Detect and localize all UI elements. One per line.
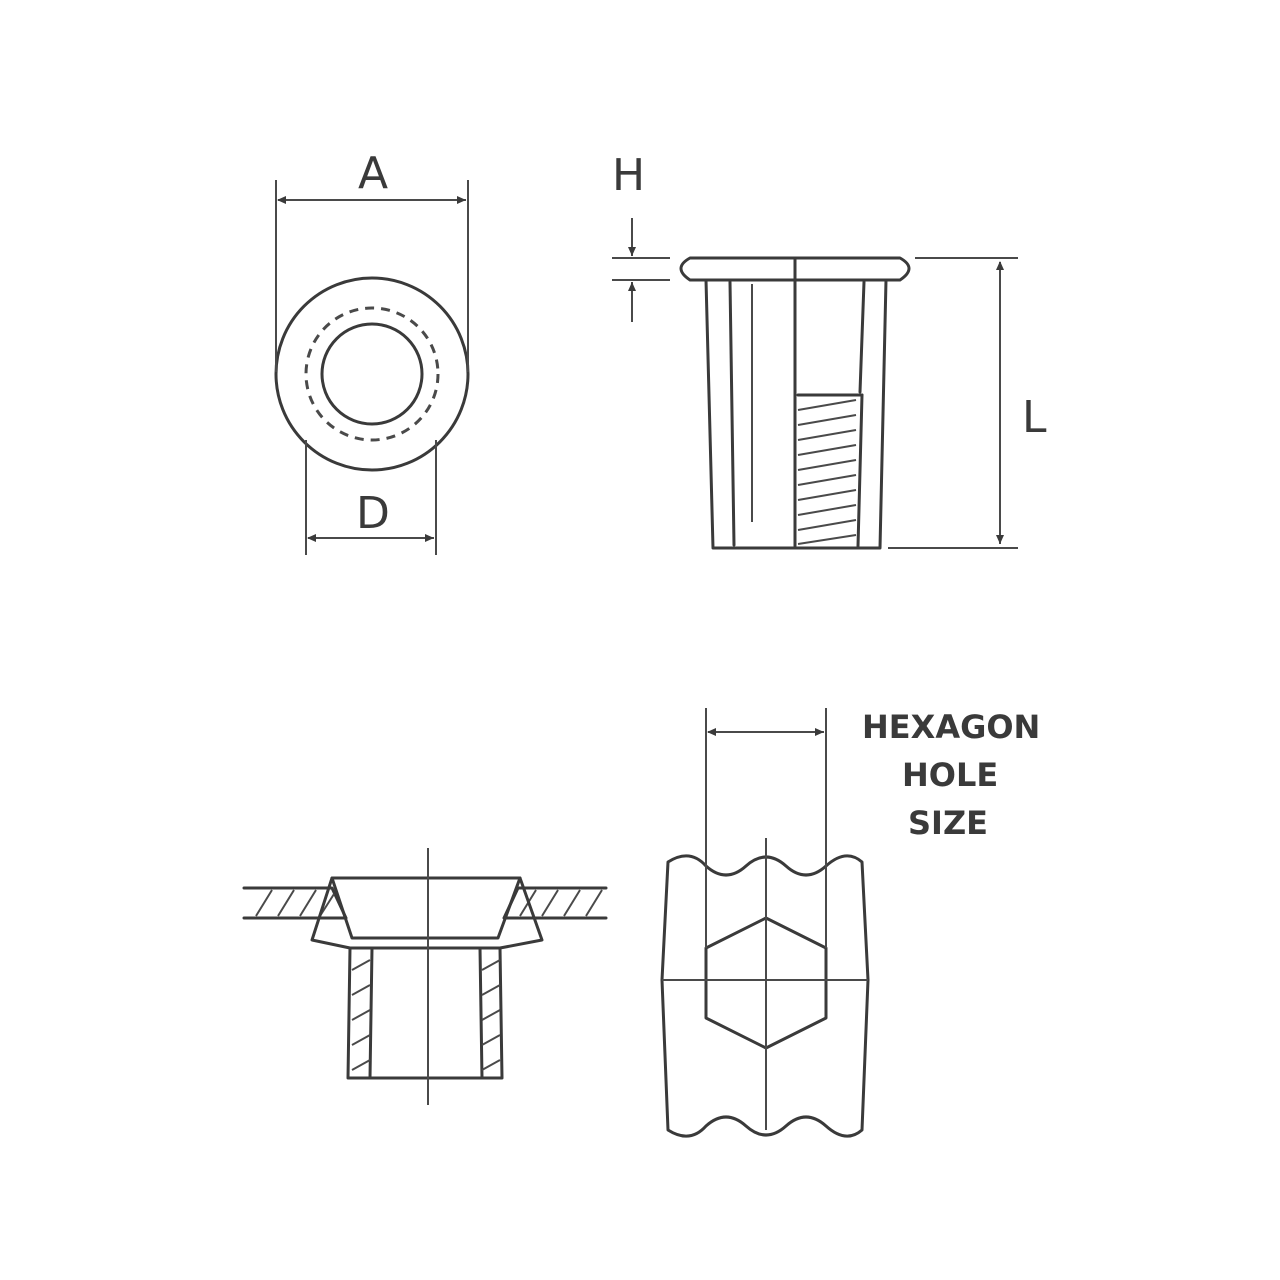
dimension-d-label: D bbox=[356, 488, 390, 539]
hexagon-view: HEXAGON HOLE SIZE bbox=[660, 708, 1040, 1138]
installed-view bbox=[242, 848, 608, 1105]
hexagon-label-line1: HEXAGON bbox=[862, 708, 1040, 746]
thread-lines bbox=[797, 399, 857, 545]
dimension-h-label: H bbox=[612, 150, 645, 201]
side-section-view: H L bbox=[612, 150, 1047, 550]
installed-threads bbox=[351, 959, 501, 1071]
dimension-l-label: L bbox=[1022, 392, 1047, 443]
top-view: A D bbox=[274, 148, 470, 555]
dimension-a-label: A bbox=[358, 148, 388, 199]
hexagon-label-line3: SIZE bbox=[908, 804, 988, 842]
hexagon-label-line2: HOLE bbox=[902, 756, 998, 794]
